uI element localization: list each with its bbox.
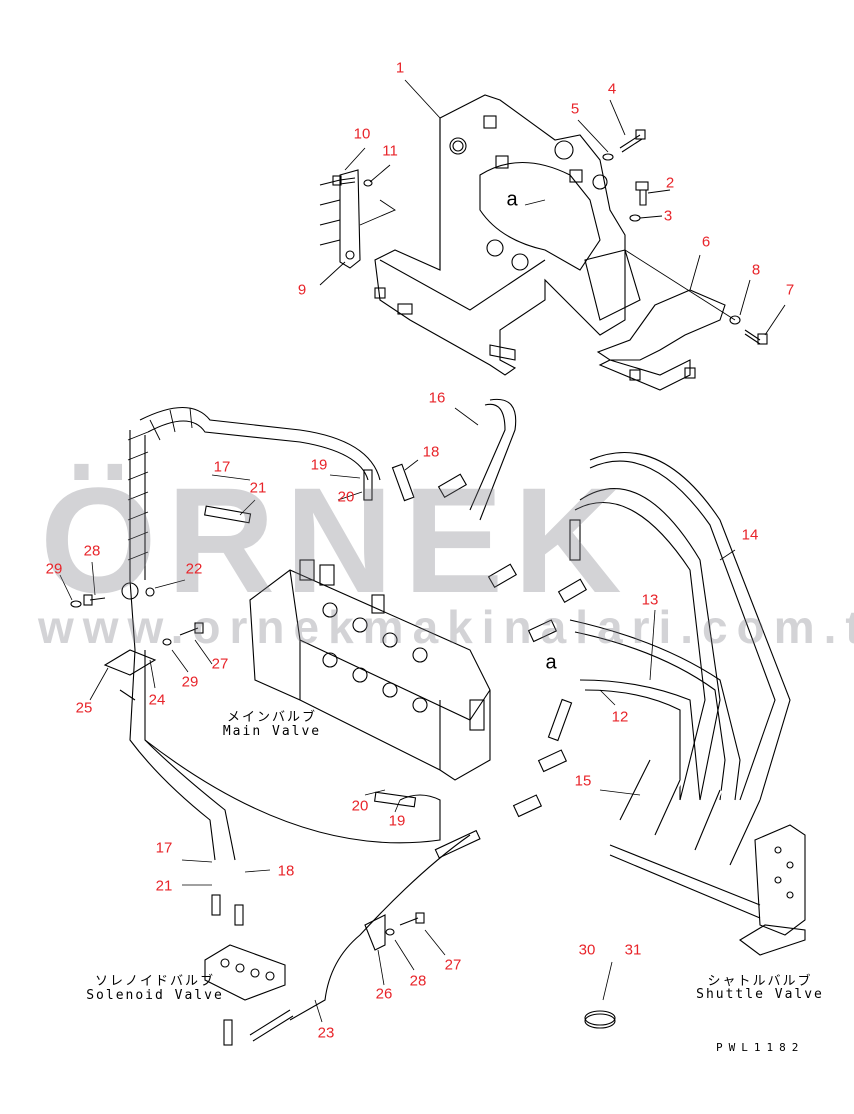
part-label: 10 bbox=[353, 125, 371, 143]
part-label: 28 bbox=[83, 542, 101, 560]
main-valve-drawing bbox=[249, 559, 491, 781]
part-label: 21 bbox=[155, 877, 173, 895]
part-label: 4 bbox=[607, 80, 617, 98]
shuttle-valve-label-jp: シャトルバルブ bbox=[707, 974, 813, 989]
part-label: 28 bbox=[409, 972, 427, 990]
part-label: 26 bbox=[375, 985, 393, 1003]
shuttle-valve-drawing bbox=[609, 758, 806, 956]
part-label: 23 bbox=[317, 1024, 335, 1042]
bracket-part-9 bbox=[319, 169, 361, 269]
watermark-url: www.ornekmakinalari.com.tr bbox=[38, 601, 854, 653]
part-label: 17 bbox=[155, 839, 173, 857]
part-label: 19 bbox=[310, 456, 328, 474]
part-label: 19 bbox=[388, 812, 406, 830]
part-label: 6 bbox=[701, 233, 711, 251]
part-label: 11 bbox=[382, 142, 398, 160]
part-label: 3 bbox=[663, 207, 673, 225]
part-label: 16 bbox=[428, 389, 446, 407]
part-leaders bbox=[59, 407, 736, 1023]
fittings bbox=[70, 463, 616, 1029]
part-label: 7 bbox=[785, 281, 795, 299]
view-ref-a-valve: a bbox=[545, 651, 557, 674]
part-label: 18 bbox=[277, 862, 295, 880]
bracket-part-6 bbox=[596, 289, 726, 391]
part-label: 27 bbox=[444, 956, 462, 974]
main-valve-label-jp: メインバルブ bbox=[226, 710, 318, 725]
part-label: 5 bbox=[570, 100, 580, 118]
part-label: 20 bbox=[351, 797, 369, 815]
solenoid-valve-drawing bbox=[204, 894, 294, 1046]
shuttle-valve-label: Shuttle Valve bbox=[696, 987, 824, 1002]
part-label: 9 bbox=[297, 281, 307, 299]
part-label: 18 bbox=[422, 443, 440, 461]
view-ref-a-top: a bbox=[506, 188, 518, 211]
bracket-part-1 bbox=[374, 94, 641, 376]
part-label: 13 bbox=[641, 591, 659, 609]
part-label: 14 bbox=[741, 526, 759, 544]
watermark-brand: ÖRNEK bbox=[40, 456, 632, 624]
main-valve-label: Main Valve bbox=[222, 724, 322, 739]
part-label: 17 bbox=[213, 458, 231, 476]
part-label: 21 bbox=[249, 479, 267, 497]
part-label: 1 bbox=[395, 59, 405, 77]
leader-lines bbox=[319, 79, 786, 336]
solenoid-valve-label: Solenoid Valve bbox=[86, 988, 224, 1003]
part-label: 31 bbox=[624, 941, 642, 959]
part-label: 27 bbox=[211, 655, 229, 673]
part-label: 29 bbox=[181, 673, 199, 691]
part-label: 12 bbox=[611, 708, 629, 726]
part-label: 30 bbox=[578, 941, 596, 959]
bolts-top bbox=[332, 129, 768, 345]
part-label: 29 bbox=[45, 560, 63, 578]
solenoid-valve-label-jp: ソレノイドバルブ bbox=[94, 974, 216, 989]
diagram-code: PWL1182 bbox=[716, 1041, 805, 1054]
part-label: 8 bbox=[751, 261, 761, 279]
spiral-guard bbox=[127, 407, 193, 561]
part-label: 15 bbox=[574, 772, 592, 790]
part-label: 22 bbox=[185, 560, 203, 578]
part-label: 20 bbox=[337, 488, 355, 506]
part-label: 24 bbox=[148, 691, 166, 709]
part-label: 25 bbox=[75, 699, 93, 717]
part-label: 2 bbox=[665, 174, 675, 192]
